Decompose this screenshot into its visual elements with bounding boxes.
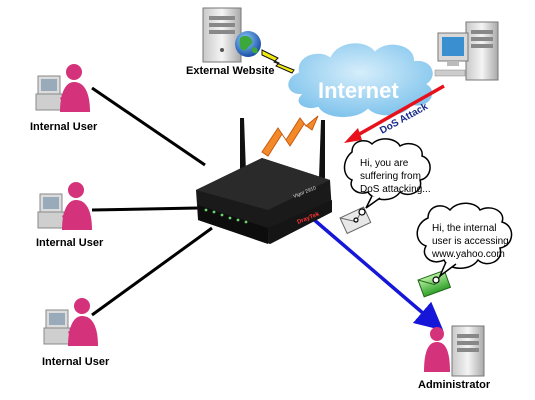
administrator: [424, 325, 485, 377]
router-antennas: [240, 118, 325, 178]
admin-head-icon: [430, 327, 444, 341]
user-body-icon: [68, 316, 98, 346]
external-website-computer: [202, 7, 242, 63]
user-alert-line-2: user is accessing: [432, 236, 509, 247]
dos-alert-line-3: DoS attacking...: [360, 184, 431, 195]
user-alert-line-3: www.yahoo.com: [431, 249, 505, 260]
router-leds: [204, 208, 248, 224]
internal-user-1-label: Internal User: [30, 121, 98, 133]
dos-alert-line-1: Hi, you are: [360, 158, 409, 169]
user-alert-line-1: Hi, the internal: [432, 223, 496, 234]
internet-label: Internet: [318, 78, 399, 103]
attacker-computer: [434, 21, 499, 81]
user-body-icon: [62, 200, 92, 230]
user-head-icon: [74, 298, 90, 314]
envelope-icon-green: [417, 269, 452, 298]
link-user1-router: [91, 86, 206, 167]
internal-user-2: [37, 182, 92, 230]
lightning-bolt-icon: [261, 49, 295, 74]
user-head-icon: [68, 182, 84, 198]
speech-bubble-dos-alert: Hi, you are suffering from DoS attacking…: [343, 138, 431, 223]
internet-cloud: Internet: [286, 41, 435, 119]
internal-user-2-label: Internal User: [36, 237, 104, 249]
admin-body-icon: [424, 342, 450, 372]
link-user2-router: [91, 206, 199, 212]
user-head-icon: [66, 64, 82, 80]
connection-lines: [91, 86, 213, 317]
router: Vigor 2910 DrayTek: [196, 158, 332, 244]
external-website-label: External Website: [186, 65, 274, 77]
internal-user-3-label: Internal User: [42, 356, 110, 368]
user-body-icon: [60, 82, 90, 112]
link-user3-router: [91, 226, 213, 317]
wireless-signal-icon: [261, 115, 319, 157]
globe-icon: [235, 31, 261, 57]
administrator-label: Administrator: [418, 379, 491, 391]
internal-user-3: [43, 298, 98, 346]
dos-alert-line-2: suffering from: [360, 171, 421, 182]
admin-arrow: [296, 204, 444, 331]
internal-user-1: [35, 64, 90, 112]
speech-bubble-user-alert: Hi, the internal user is accessing www.y…: [416, 202, 513, 284]
